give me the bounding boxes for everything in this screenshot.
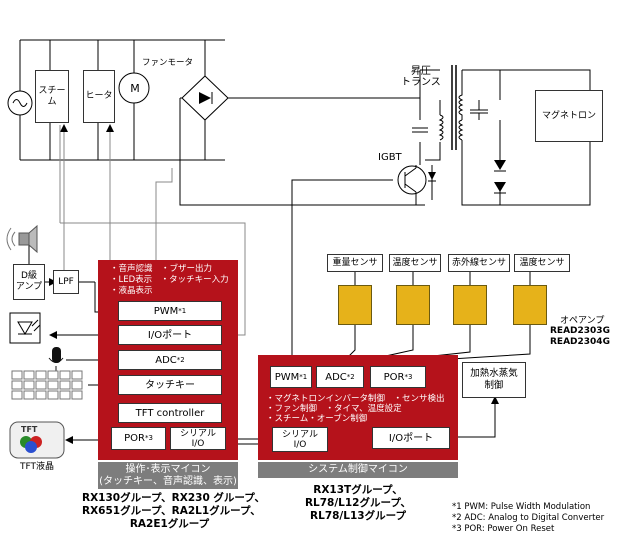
temp-sensor-2-label: 温度センサ xyxy=(519,257,565,268)
sys-pwm-block: PWM*1 xyxy=(270,366,312,388)
sys-serial-io-block: シリアル I/O xyxy=(272,427,328,452)
speaker-icon xyxy=(6,224,38,254)
sys-adc-label: ADC xyxy=(325,371,347,383)
sys-por-note: *3 xyxy=(404,372,413,381)
heater-unit: ヒータ xyxy=(83,70,115,123)
weight-sensor-label: 重量センサ xyxy=(332,257,378,268)
sys-mcu-models: RX13Tグループ、 RL78/L12グループ、 RL78/L13グループ xyxy=(304,484,412,522)
sys-pwm-label: PWM xyxy=(274,371,300,383)
led-icon xyxy=(9,312,41,344)
magnetron-label: マグネトロン xyxy=(541,110,596,121)
tft-lcd-label: TFT液晶 xyxy=(20,462,55,472)
steam-label: スチーム xyxy=(38,85,66,107)
ui-adc-note: *2 xyxy=(176,355,185,364)
steam-heating-control: 加熱水蒸気 制御 xyxy=(462,362,526,398)
ui-mcu-models: RX130グループ、RX230 グループ、 RX651グループ、RA2L1グルー… xyxy=(82,492,265,530)
ui-por-note: *3 xyxy=(144,434,153,442)
motor-symbol: M xyxy=(130,82,140,95)
infrared-sensor-label: 赤外線センサ xyxy=(451,257,506,268)
ui-pwm-note: *1 xyxy=(178,306,187,315)
ui-serial-io-block: シリアル I/O xyxy=(170,427,226,450)
sys-mcu-title: システム制御マイコン xyxy=(258,462,458,478)
opamp-4 xyxy=(513,285,547,325)
ui-io-port-block: I/Oポート xyxy=(118,325,222,345)
class-d-amp-label: D級 アンプ xyxy=(15,271,43,292)
ui-pwm-block: PWM*1 xyxy=(118,301,222,321)
ui-pwm-label: PWM xyxy=(153,305,179,317)
opamp-models: READ2303G READ2304G xyxy=(550,326,610,347)
sys-io-port-label: I/Oポート xyxy=(388,432,434,444)
sys-serial-io-label: シリアル I/O xyxy=(282,429,318,450)
class-d-amp: D級 アンプ xyxy=(13,264,45,300)
ui-serial-io-label: シリアル I/O xyxy=(180,428,216,449)
ui-tft-controller-block: TFT controller xyxy=(118,403,222,423)
temp-sensor-1-label: 温度センサ xyxy=(392,257,438,268)
opamp-label: オペアンプ xyxy=(560,316,605,326)
footnote-adc: *2 ADC: Analog to Digital Converter xyxy=(452,513,605,523)
opamp-2 xyxy=(396,285,430,325)
boost-transformer-label: 昇圧 トランス xyxy=(401,66,441,88)
sys-por-block: POR*3 xyxy=(370,366,426,388)
ui-feature-2: ・LED表示 ・タッチキー入力 xyxy=(110,275,229,285)
keypad-icon xyxy=(11,370,83,400)
ui-adc-label: ADC xyxy=(155,354,177,366)
sys-pwm-note: *1 xyxy=(299,372,308,381)
ui-mcu-title: 操作･表示マイコン (タッチキー、音声認識、表示) xyxy=(98,462,238,489)
temp-sensor-1: 温度センサ xyxy=(389,254,441,272)
sys-feature-3: ・スチーム・オーブン制御 xyxy=(266,414,368,424)
ui-feature-1: ・音声認識 ・ブザー出力 xyxy=(110,264,213,274)
fan-motor-label: ファンモータ xyxy=(142,58,194,68)
ui-touch-key-label: タッチキー xyxy=(145,379,195,391)
opamp-3 xyxy=(453,285,487,325)
heater-label: ヒータ xyxy=(85,91,113,101)
ui-por-block: POR*3 xyxy=(111,427,166,450)
igbt-label: IGBT xyxy=(378,152,402,163)
steam-unit: スチーム xyxy=(35,70,69,123)
opamp-1 xyxy=(338,285,372,325)
weight-sensor: 重量センサ xyxy=(327,254,383,272)
microphone-icon xyxy=(48,347,64,372)
sys-io-port-block: I/Oポート xyxy=(372,427,450,449)
ui-adc-block: ADC*2 xyxy=(118,350,222,370)
sys-por-label: POR xyxy=(383,371,405,383)
ui-io-port-label: I/Oポート xyxy=(147,329,193,341)
footnote-por: *3 POR: Power On Reset xyxy=(452,524,555,534)
infrared-sensor: 赤外線センサ xyxy=(448,254,510,272)
ui-por-label: POR xyxy=(124,433,145,444)
steam-heating-label: 加熱水蒸気 制御 xyxy=(470,368,518,391)
ui-touch-key-block: タッチキー xyxy=(118,375,222,395)
sys-feature-2: ・ファン制御 ・タイマ、温度設定 xyxy=(266,404,402,414)
sys-adc-block: ADC*2 xyxy=(316,366,364,388)
ui-tft-controller-label: TFT controller xyxy=(135,407,205,419)
ui-feature-3: ・液晶表示 xyxy=(110,286,153,296)
temp-sensor-2: 温度センサ xyxy=(514,254,570,272)
tft-lcd-icon xyxy=(9,421,65,459)
lpf-block: LPF xyxy=(53,270,79,294)
sys-adc-note: *2 xyxy=(346,372,355,381)
lpf-label: LPF xyxy=(58,276,74,287)
tft-icon-text: TFT xyxy=(21,425,38,434)
footnote-pwm: *1 PWM: Pulse Width Modulation xyxy=(452,502,591,512)
sys-feature-1: ・マグネトロンインバータ制御 ・センサ検出 xyxy=(266,394,445,404)
magnetron-unit: マグネトロン xyxy=(535,90,603,142)
